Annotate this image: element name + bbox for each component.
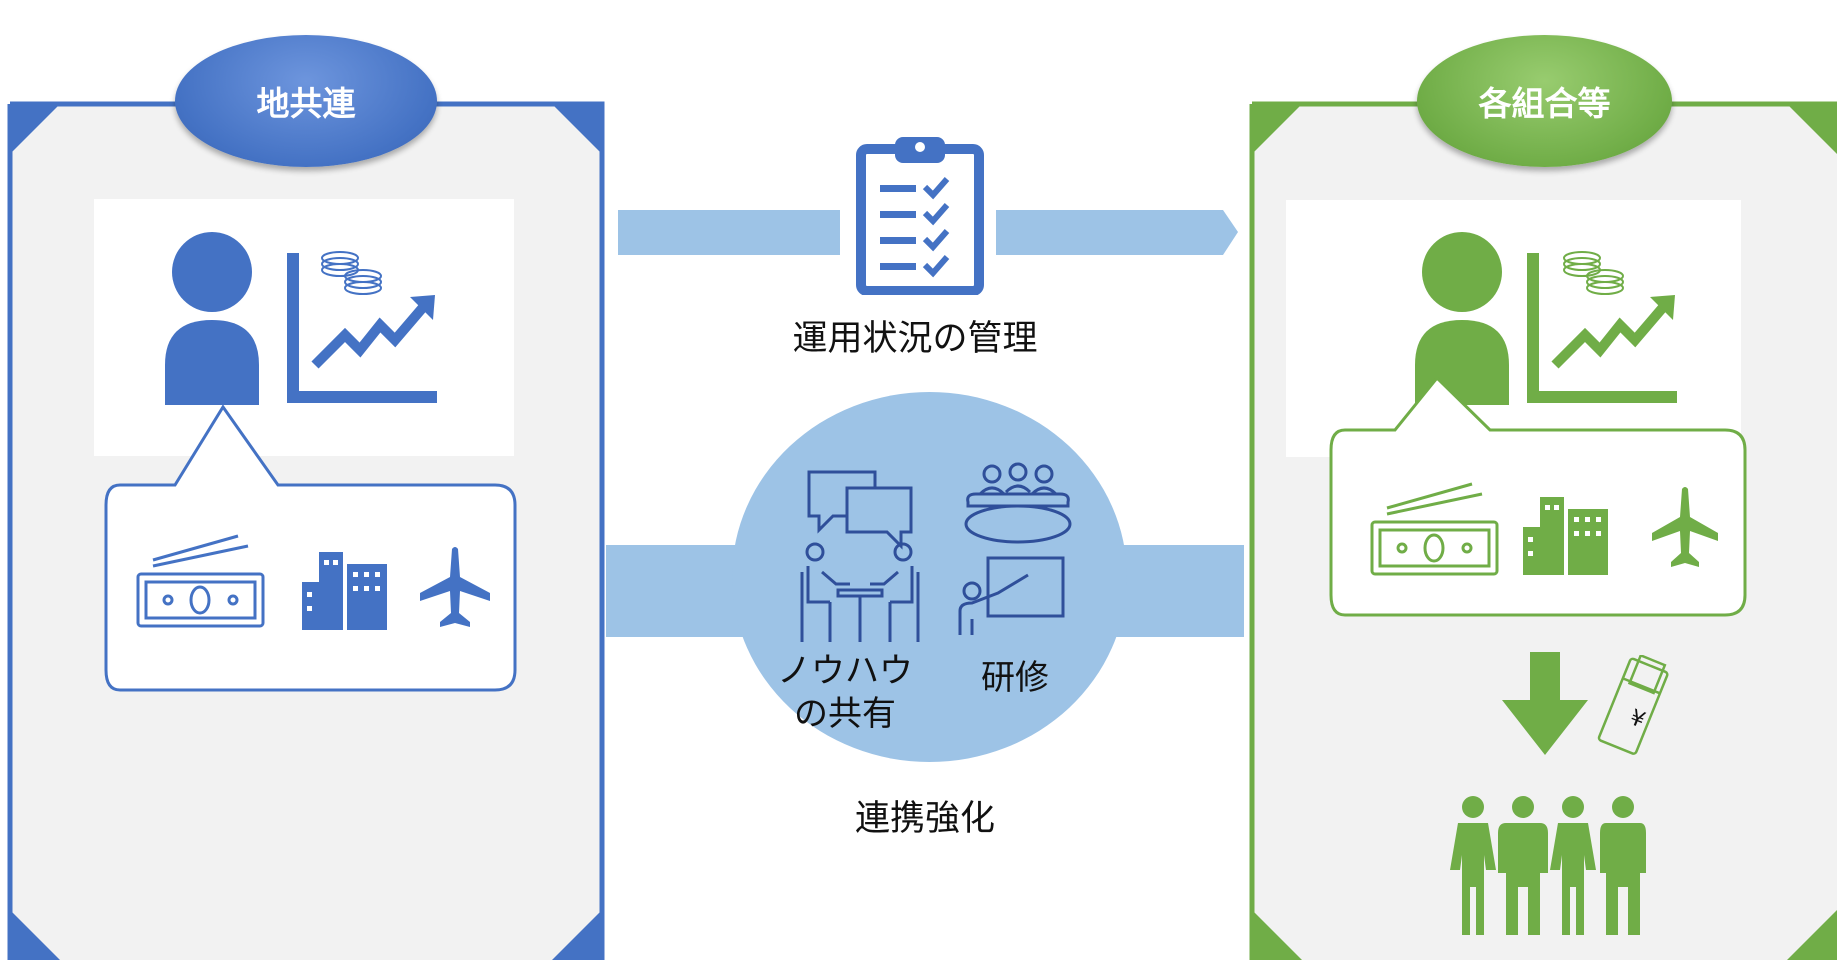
- presentation-icon: [958, 556, 1065, 635]
- person-icon: [165, 232, 259, 405]
- meeting-table-icon: [964, 462, 1072, 544]
- down-arrow-icon: [1502, 652, 1588, 755]
- airplane-icon: [420, 547, 490, 627]
- middle-flow-caption: 連携強化: [854, 799, 995, 839]
- members-group-icon: [1450, 796, 1646, 935]
- airplane-icon: [1652, 487, 1718, 567]
- left-investor-box: [94, 199, 514, 456]
- middle-flow-circle: [732, 392, 1127, 762]
- buildings-icon: [302, 552, 387, 630]
- knowhow-label: ノウハウ の共有: [777, 651, 913, 734]
- left-panel-label: 地共連: [175, 35, 437, 167]
- banknote-icon: [1370, 482, 1499, 576]
- right-asset-bubble: [1329, 375, 1747, 617]
- chart-growth-icon: [1527, 253, 1677, 403]
- coins-icon: [321, 251, 382, 295]
- banknote-icon: [136, 534, 265, 628]
- training-label: 研修: [981, 658, 1049, 698]
- chart-growth-icon: [287, 253, 437, 403]
- right-investor-box: [1286, 200, 1741, 457]
- top-flow-caption: 運用状況の管理: [792, 319, 1038, 359]
- right-panel-label: 各組合等: [1417, 35, 1672, 167]
- left-panel-label-text: 地共連: [256, 84, 356, 123]
- buildings-icon: [1523, 497, 1608, 575]
- clipboard-checklist-icon: [856, 137, 984, 295]
- chat-bubbles-icon: [807, 470, 913, 550]
- consultation-icon: [800, 542, 920, 642]
- coins-icon: [1563, 251, 1624, 295]
- top-flow-arrow: [618, 210, 1238, 255]
- right-panel-label-text: 各組合等: [1478, 84, 1611, 123]
- yen-envelope-icon: ¥: [1597, 655, 1669, 755]
